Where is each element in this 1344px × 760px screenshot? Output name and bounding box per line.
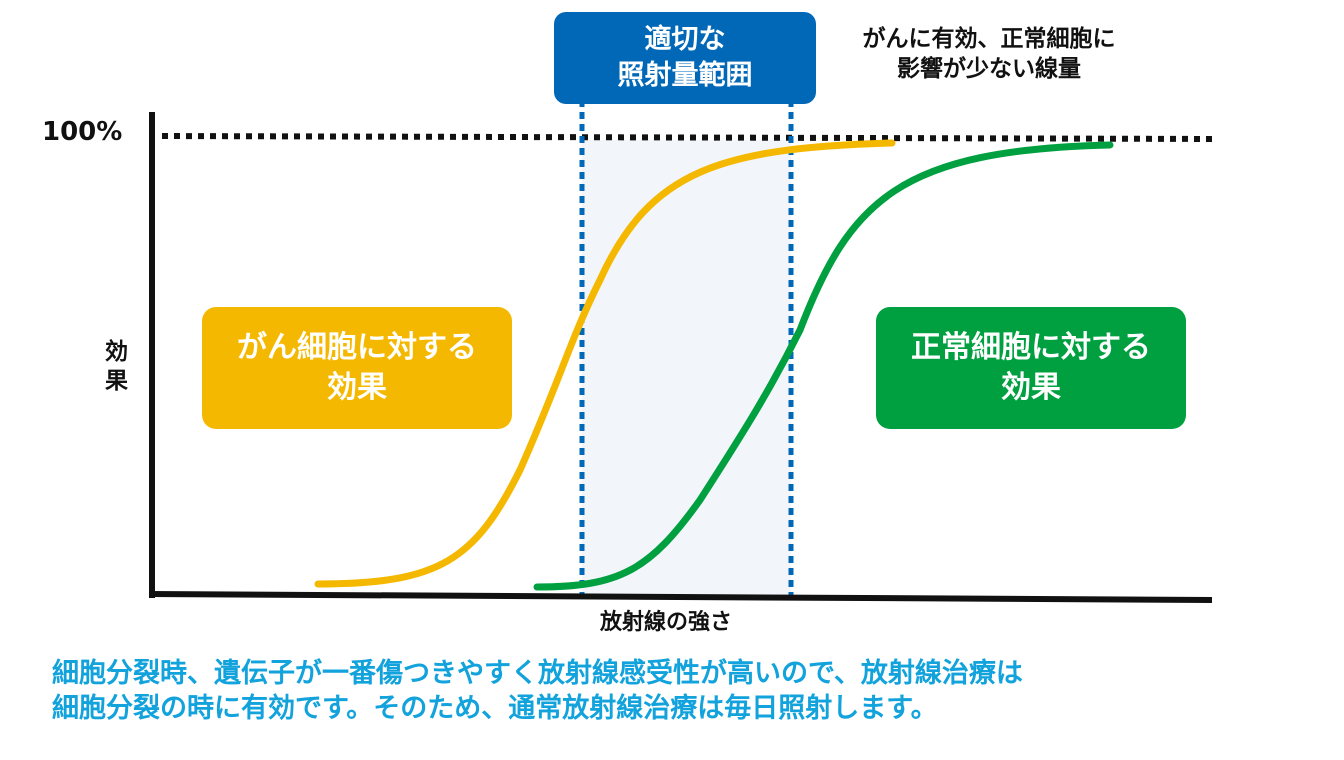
cancer-effect-curve [314, 139, 896, 588]
explanation-caption: 細胞分裂時、遺伝子が一番傷つきやすく放射線感受性が高いので、放射線治療は 細胞分… [52, 656, 1332, 726]
y-axis-label-char2: 果 [105, 367, 128, 394]
max-effect-dotted-line [161, 133, 1213, 142]
y-axis-label: 効 果 [105, 338, 128, 396]
range-note-line2: 影響が少ない線量 [897, 56, 1081, 83]
y-axis-max-label: 100% [42, 117, 123, 147]
optimal-range-shade [582, 140, 791, 595]
cancer-effect-line1: がん細胞に対する [237, 329, 477, 365]
range-note-line1: がんに有効、正常細胞に [862, 26, 1116, 52]
caption-line2: 細胞分裂の時に有効です。そのため、通常放射線治療は毎日照射します。 [52, 693, 938, 725]
optimal-range-line2: 照射量範囲 [617, 60, 753, 91]
y-axis-label-char1: 効 [105, 339, 128, 365]
normal-effect-line2: 効果 [1001, 370, 1061, 405]
cancer-effect-line2: 効果 [327, 370, 387, 405]
x-axis [148, 591, 1213, 603]
normal-effect-box: 正常細胞に対する 効果 [876, 307, 1186, 429]
cancer-effect-box: がん細胞に対する 効果 [202, 307, 512, 429]
optimal-range-box: 適切な 照射量範囲 [554, 12, 816, 104]
range-note: がんに有効、正常細胞に 影響が少ない線量 [834, 24, 1144, 85]
normal-effect-line1: 正常細胞に対する [911, 329, 1151, 365]
optimal-range-line1: 適切な [644, 23, 726, 55]
normal-effect-curve [533, 141, 1114, 591]
caption-line1: 細胞分裂時、遺伝子が一番傷つきやすく放射線感受性が高いので、放射線治療は [52, 658, 1023, 689]
x-axis-label: 放射線の強さ [600, 610, 733, 635]
